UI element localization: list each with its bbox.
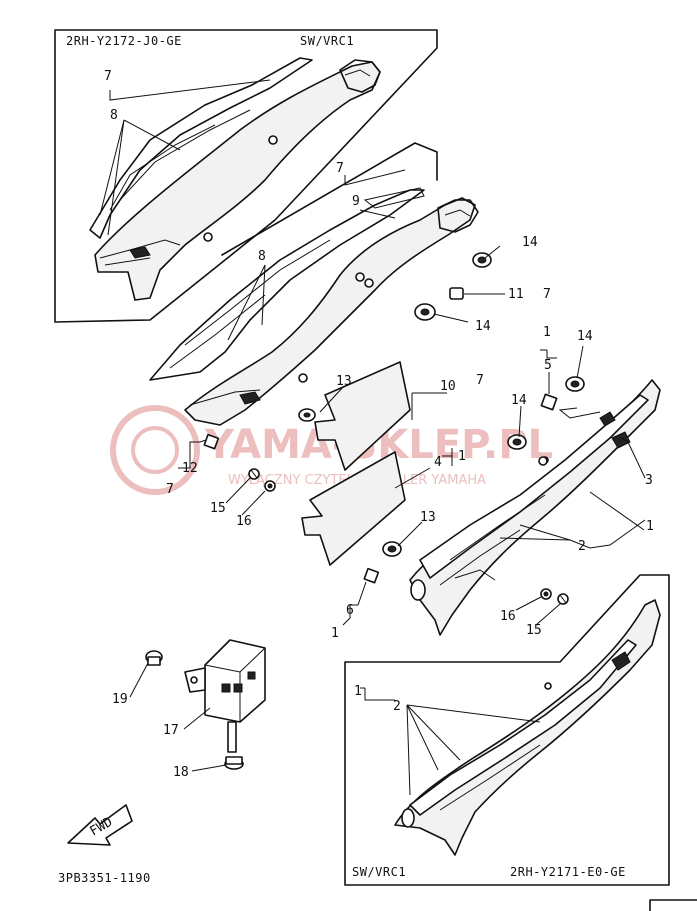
side-cover-right bbox=[409, 379, 661, 636]
inset-bottom: SW/VRC1 2RH-Y2171-E0-GE bbox=[344, 574, 670, 886]
callout-1-d: 1 bbox=[331, 626, 339, 641]
inset-top-variant: SW/VRC1 bbox=[300, 34, 354, 48]
nut-12 bbox=[203, 433, 220, 450]
inset-bottom-code: 2RH-Y2171-E0-GE bbox=[510, 865, 626, 879]
callout-11: 11 bbox=[508, 287, 524, 302]
callout-14-a: 14 bbox=[522, 235, 538, 250]
bolt-15-a bbox=[248, 468, 260, 480]
washer-16-a bbox=[264, 480, 276, 492]
callout-7-b: 7 bbox=[336, 161, 344, 176]
watermark-logo-icon bbox=[110, 405, 200, 495]
callout-7-d: 7 bbox=[476, 373, 484, 388]
callout-17: 17 bbox=[163, 723, 179, 738]
grommet-14-d bbox=[507, 434, 527, 450]
callout-16-b: 16 bbox=[500, 609, 516, 624]
callout-2-a: 2 bbox=[578, 539, 586, 554]
callout-14-d: 14 bbox=[511, 393, 527, 408]
callout-16-a: 16 bbox=[236, 514, 252, 529]
grommet-13-a bbox=[298, 408, 316, 422]
damper-18 bbox=[224, 756, 244, 770]
nut-6 bbox=[363, 567, 380, 584]
callout-15-a: 15 bbox=[210, 501, 226, 516]
fasteners bbox=[203, 252, 585, 605]
callout-9: 9 bbox=[352, 194, 360, 209]
callout-7-a: 7 bbox=[104, 69, 112, 84]
callout-14-c: 14 bbox=[577, 329, 593, 344]
callout-19: 19 bbox=[112, 692, 128, 707]
callout-13-a: 13 bbox=[336, 374, 352, 389]
control-unit-17 bbox=[145, 639, 266, 770]
callout-8-a: 8 bbox=[110, 108, 118, 123]
callouts: 7 8 7 9 8 14 11 7 14 1 14 5 13 10 7 14 4… bbox=[104, 69, 654, 780]
figure-code: 3PB3351-1190 bbox=[58, 871, 151, 885]
bracket-4 bbox=[301, 451, 406, 566]
callout-1-e: 1 bbox=[354, 684, 362, 699]
bracket-parts bbox=[301, 361, 411, 566]
callout-3: 3 bbox=[645, 473, 653, 488]
fwd-arrow-icon: FWD bbox=[67, 804, 133, 846]
grommet-14-b bbox=[414, 303, 436, 321]
callout-1-c: 1 bbox=[646, 519, 654, 534]
callout-10: 10 bbox=[440, 379, 456, 394]
callout-13-b: 13 bbox=[420, 510, 436, 525]
callout-2-b: 2 bbox=[393, 699, 401, 714]
washer-16-b bbox=[540, 588, 552, 600]
nut-5 bbox=[540, 393, 558, 411]
callout-5: 5 bbox=[544, 358, 552, 373]
grommet-13-b bbox=[382, 541, 402, 557]
collar-11 bbox=[449, 287, 464, 300]
inset-bottom-variant: SW/VRC1 bbox=[352, 865, 406, 879]
bracket-10 bbox=[314, 361, 411, 471]
bolt-15-b bbox=[557, 593, 569, 605]
callout-7-e: 7 bbox=[166, 482, 174, 497]
callout-18: 18 bbox=[173, 765, 189, 780]
inset-top: 2RH-Y2172-J0-GE SW/VRC1 bbox=[54, 29, 438, 323]
callout-6: 6 bbox=[346, 603, 354, 618]
callout-1-a: 1 bbox=[543, 325, 551, 340]
screw-19 bbox=[145, 650, 163, 666]
callout-14-b: 14 bbox=[475, 319, 491, 334]
callout-4: 4 bbox=[434, 455, 442, 470]
callout-8-b: 8 bbox=[258, 249, 266, 264]
side-cover-main bbox=[149, 142, 479, 426]
callout-7-c: 7 bbox=[543, 287, 551, 302]
leader-lines bbox=[99, 79, 646, 796]
callout-15-b: 15 bbox=[526, 623, 542, 638]
callout-1-b: 1 bbox=[458, 449, 466, 464]
corner-mark bbox=[649, 899, 697, 911]
callout-12: 12 bbox=[182, 461, 198, 476]
grommet-14-c bbox=[565, 376, 585, 392]
inset-top-code: 2RH-Y2172-J0-GE bbox=[66, 34, 182, 48]
